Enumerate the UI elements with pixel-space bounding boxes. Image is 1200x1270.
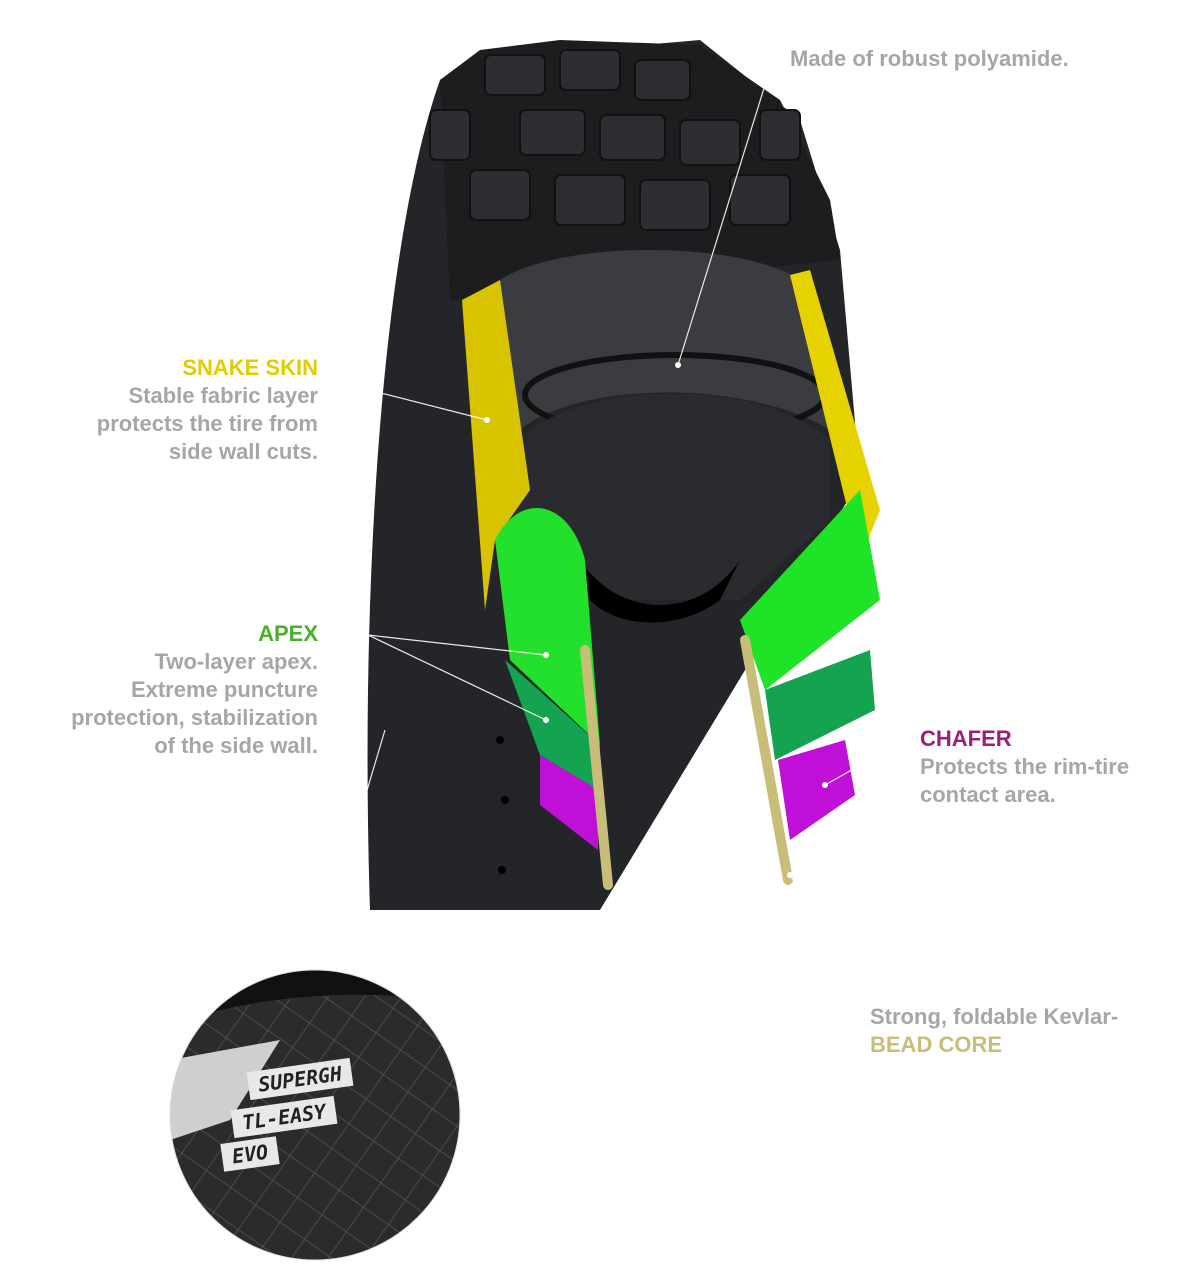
bead-core-label: Strong, foldable Kevlar- BEAD CORE	[870, 1003, 1118, 1059]
leader-lines	[314, 84, 906, 991]
apex-layer	[495, 490, 880, 790]
carcass-label: Made of robust polyamide.	[790, 45, 1069, 73]
chafer-label: CHAFER Protects the rim-tire contact are…	[920, 725, 1129, 809]
bead-core	[580, 635, 793, 890]
apex-line: Extreme puncture	[130, 677, 318, 702]
chafer-line: Protects the rim-tire	[920, 754, 1130, 779]
tire-body	[367, 40, 860, 910]
apex-line: protection, stabilization	[71, 705, 318, 730]
snake-skin-title: SNAKE SKIN	[182, 355, 318, 380]
bead-core-title: BEAD CORE	[870, 1032, 1003, 1057]
carcass-description: Made of robust polyamide.	[790, 46, 1069, 71]
chafer-title: CHAFER	[920, 726, 1012, 751]
apex-title: APEX	[258, 621, 318, 646]
chafer-line: contact area.	[920, 782, 1056, 807]
snake-skin-label: SNAKE SKIN Stable fabric layer protects …	[97, 354, 318, 466]
snake-skin-line: protects the tire from	[96, 411, 318, 436]
chafer-layer	[540, 740, 855, 850]
snake-skin-line: side wall cuts.	[168, 439, 318, 464]
bead-core-line: Strong, foldable Kevlar-	[870, 1004, 1119, 1029]
snake-skin-layer	[462, 270, 880, 610]
apex-label: APEX Two-layer apex. Extreme puncture pr…	[71, 620, 318, 760]
apex-line: Two-layer apex.	[154, 649, 318, 674]
snake-skin-line: Stable fabric layer	[128, 383, 318, 408]
apex-line: of the side wall.	[154, 733, 318, 758]
